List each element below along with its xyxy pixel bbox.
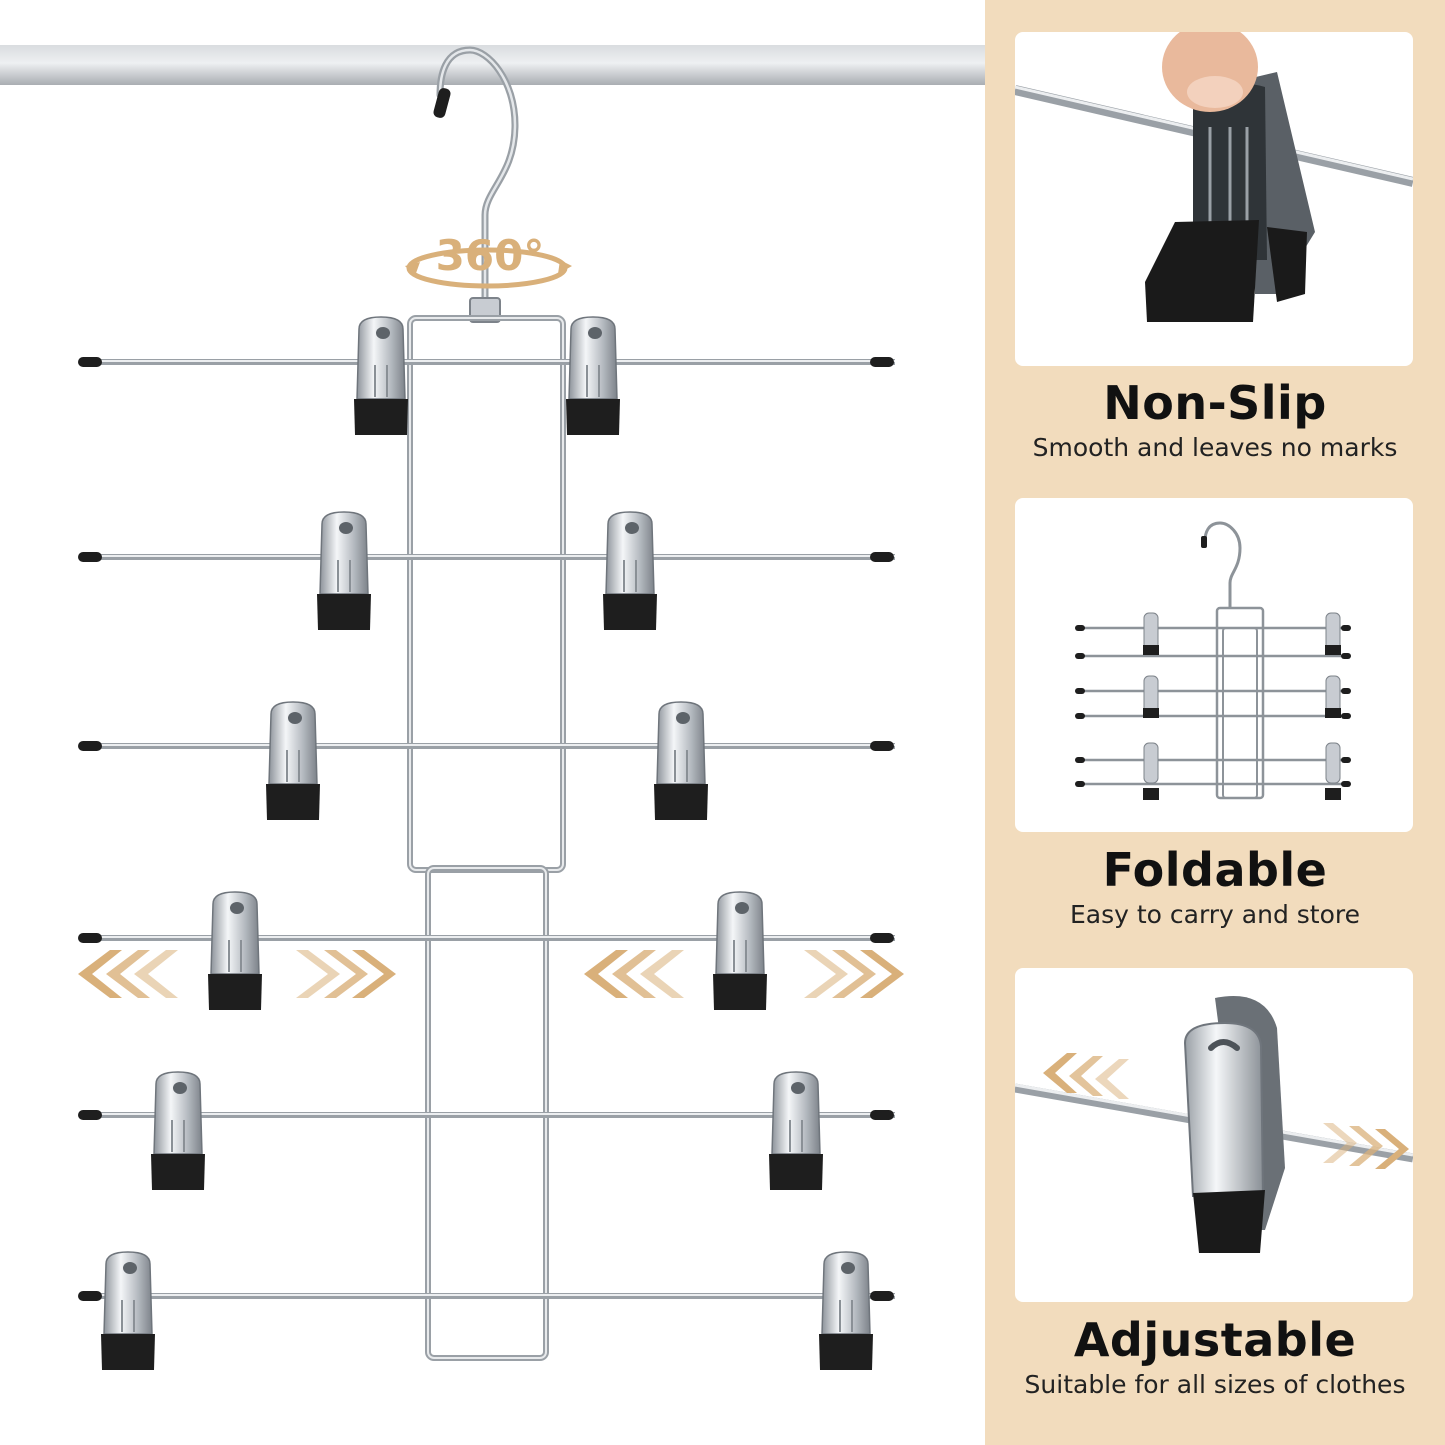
folded-hanger-icon — [1075, 521, 1351, 800]
slide-right-arrows-icon — [804, 950, 904, 998]
rotation-indicator-icon — [405, 247, 572, 289]
feature-card-foldable — [1015, 498, 1413, 832]
feature-panel: Non-Slip Smooth and leaves no marks — [985, 0, 1445, 1445]
clip-closeup-icon — [1015, 32, 1413, 322]
hanger-bar-3 — [78, 701, 895, 821]
rotation-label: 360° — [436, 231, 545, 280]
hanger-bar-2 — [78, 511, 895, 631]
hanger-bar-5 — [78, 1071, 895, 1191]
feature-subtitle-foldable: Easy to carry and store — [1069, 900, 1361, 929]
slide-right-arrows-icon — [296, 950, 396, 998]
feature-title-non-slip: Non-Slip — [1103, 376, 1327, 430]
feature-title-adjustable: Adjustable — [1073, 1313, 1357, 1367]
feature-title-foldable: Foldable — [1102, 843, 1328, 897]
upper-frame — [407, 315, 566, 873]
feature-subtitle-non-slip: Smooth and leaves no marks — [1032, 433, 1398, 462]
sliding-clip-icon — [1015, 996, 1413, 1253]
slide-left-arrows-icon — [584, 950, 684, 998]
slide-left-arrows-icon — [78, 950, 178, 998]
feature-card-adjustable — [1015, 968, 1413, 1302]
feature-subtitle-adjustable: Suitable for all sizes of clothes — [1024, 1370, 1406, 1399]
hanger-bar-1 — [78, 316, 895, 436]
hanger-bar-4 — [78, 891, 895, 1011]
hanger-illustration: 360° — [0, 45, 985, 1371]
feature-card-non-slip — [1015, 32, 1413, 366]
hanger-bar-6 — [78, 1251, 895, 1371]
